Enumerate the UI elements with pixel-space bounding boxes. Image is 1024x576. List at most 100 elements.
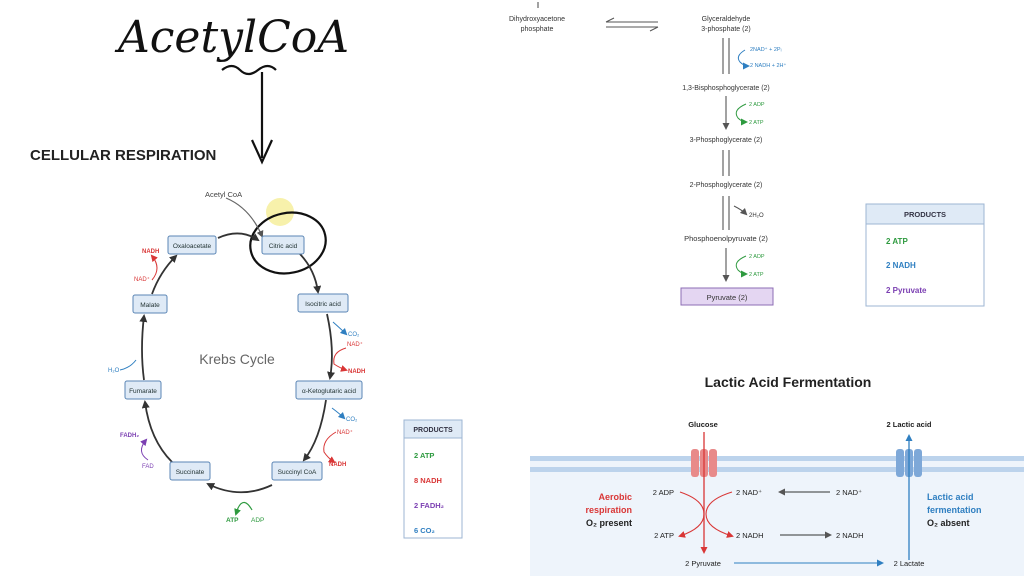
krebs-products-panel: PRODUCTS 2 ATP 8 NADH 2 FADH₂ 6 CO₂ xyxy=(403,419,463,539)
label-nad-a: NAD⁺ xyxy=(347,341,363,348)
svg-text:Oxaloacetate: Oxaloacetate xyxy=(173,243,212,250)
dhap-label-line2: phosphate xyxy=(521,26,554,33)
node-succinyl-coa: Succinyl CoA xyxy=(271,461,323,481)
krebs-product-nadh: 8 NADH xyxy=(414,476,442,485)
nad-reduction-glycolysis xyxy=(737,49,750,70)
atp-arrow xyxy=(234,507,241,516)
cellular-respiration-title: CELLULAR RESPIRATION xyxy=(30,147,216,164)
node-succinate: Succinate xyxy=(169,461,211,481)
highlight-dot xyxy=(266,198,294,226)
dhap-label-line1: Dihydroxyacetone xyxy=(509,16,565,23)
nad-reduction-1 xyxy=(333,347,348,372)
co2-release-2 xyxy=(331,407,346,420)
label-nadh-out: 2 NADH + 2H⁺ xyxy=(750,62,786,69)
lactic-nad-2-label: 2 NAD⁺ xyxy=(836,488,862,497)
lactic-nadh-1-label: 2 NADH xyxy=(736,531,764,540)
lactic-atp-label: 2 ATP xyxy=(654,531,674,540)
atp-production-2 xyxy=(735,255,748,278)
node-citric-acid: Citric acid xyxy=(261,235,305,255)
aerobic-label-line2: respiration xyxy=(585,505,632,515)
pg3-label: 3-Phosphoglycerate (2) xyxy=(690,137,763,144)
glycolysis-products-header: PRODUCTS xyxy=(904,210,946,219)
lactic-fermentation-diagram: Glucose 2 Lactic acid 2 ADP 2 ATP 2 NAD⁺… xyxy=(530,420,1024,576)
label-fadh2: FADH₂ xyxy=(120,433,139,439)
svg-text:Malate: Malate xyxy=(140,302,160,309)
arrow-isocitric-akg xyxy=(326,313,335,380)
label-nadh-c: NADH xyxy=(142,249,159,255)
handwritten-annotation: AcetylCoA xyxy=(114,12,349,275)
pg2-label: 2-Phosphoglycerate (2) xyxy=(690,182,763,189)
lactic-adp-label: 2 ADP xyxy=(653,488,674,497)
label-glyco-h2o: 2H₂O xyxy=(749,213,764,219)
aerobic-label-line1: Aerobic xyxy=(598,492,632,502)
g3p-label-line1: Glyceraldehyde xyxy=(702,16,751,23)
svg-text:α-Ketoglutaric acid: α-Ketoglutaric acid xyxy=(302,388,356,395)
arrow-succoa-succinate xyxy=(206,483,273,494)
step-3pg-2pg-arrows xyxy=(722,150,730,176)
label-nad-c: NAD⁺ xyxy=(134,276,150,283)
cell-membrane-inner xyxy=(530,467,1024,472)
node-isocitric-acid: Isocitric acid xyxy=(297,293,349,313)
node-malate: Malate xyxy=(132,294,168,314)
nad-nadh-curve xyxy=(705,491,734,538)
lactic-ferm-label-line1: Lactic acid xyxy=(927,492,974,502)
node-pyruvate: Pyruvate (2) xyxy=(680,287,774,306)
fad-reduction xyxy=(140,438,149,461)
lactic-pyruvate-label: 2 Pyruvate xyxy=(685,559,721,568)
label-adp: ADP xyxy=(251,517,264,524)
svg-text:Pyruvate (2): Pyruvate (2) xyxy=(707,293,748,302)
lactic-nad-1-label: 2 NAD⁺ xyxy=(736,488,762,497)
lactic-fermentation-title: Lactic Acid Fermentation xyxy=(705,374,872,390)
glycolysis-diagram: Dihydroxyacetone phosphate Glyceraldehyd… xyxy=(509,2,786,306)
arrow-fumarate-malate xyxy=(139,314,148,381)
svg-text:Succinate: Succinate xyxy=(176,469,205,476)
glycolysis-product-pyruvate: 2 Pyruvate xyxy=(886,286,927,295)
nad-reduction-3 xyxy=(150,254,158,281)
label-co2-b: CO₂ xyxy=(346,417,358,423)
o2-absent-label: O₂ absent xyxy=(927,518,970,528)
node-oxaloacetate: Oxaloacetate xyxy=(167,235,217,255)
glucose-transporter xyxy=(691,449,717,477)
node-fumarate: Fumarate xyxy=(124,380,162,400)
label-h2o: H₂O xyxy=(108,368,120,374)
label-atp-1: 2 ATP xyxy=(749,120,764,126)
adp-atp-loop xyxy=(237,501,253,511)
g3p-label-line2: 3-phosphate (2) xyxy=(701,26,750,33)
label-fad: FAD xyxy=(142,464,154,470)
adp-atp-curve xyxy=(678,491,705,538)
arrow-citric-isocitric xyxy=(299,253,322,294)
label-nad-in: 2NAD⁺ + 2Pᵢ xyxy=(750,46,782,53)
arrow-acetylcoa-input xyxy=(225,197,264,238)
svg-text:Isocitric acid: Isocitric acid xyxy=(305,301,341,308)
label-nadh-a: NADH xyxy=(348,369,365,375)
arrow-oxaloacetate-citric xyxy=(217,232,260,242)
label-co2-a: CO₂ xyxy=(348,332,360,338)
co2-release-1 xyxy=(332,321,348,336)
krebs-product-atp: 2 ATP xyxy=(414,451,434,460)
cell-interior xyxy=(530,458,1024,576)
krebs-product-co2: 6 CO₂ xyxy=(414,526,435,535)
water-input xyxy=(119,359,137,371)
step-g3p-bpg-arrows xyxy=(722,38,730,74)
lactic-lactate-label: 2 Lactate xyxy=(894,559,925,568)
cell-membrane-outer xyxy=(530,456,1024,461)
lactic-nadh-2-label: 2 NADH xyxy=(836,531,864,540)
label-atp: ATP xyxy=(226,517,239,524)
krebs-products-header: PRODUCTS xyxy=(413,427,453,434)
lactic-acid-label: 2 Lactic acid xyxy=(886,420,931,429)
handwritten-arrowhead xyxy=(250,139,274,165)
nad-reduction-2 xyxy=(323,431,337,464)
bpg-label: 1,3-Bisphosphoglycerate (2) xyxy=(682,85,770,92)
krebs-product-fadh2: 2 FADH₂ xyxy=(414,501,444,510)
glycolysis-products-panel: PRODUCTS 2 ATP 2 NADH 2 Pyruvate xyxy=(865,203,985,307)
glycolysis-product-nadh: 2 NADH xyxy=(886,261,916,270)
handwritten-acetylcoa-text: AcetylCoA xyxy=(114,12,349,63)
handwritten-circle xyxy=(249,211,327,275)
node-alpha-ketoglutaric-acid: α-Ketoglutaric acid xyxy=(295,380,363,400)
label-nadh-b: NADH xyxy=(329,462,346,468)
o2-present-label: O₂ present xyxy=(586,518,632,528)
svg-text:Succinyl CoA: Succinyl CoA xyxy=(278,469,317,476)
arrow-succinate-fumarate xyxy=(141,400,173,463)
lactate-transporter xyxy=(896,449,922,477)
